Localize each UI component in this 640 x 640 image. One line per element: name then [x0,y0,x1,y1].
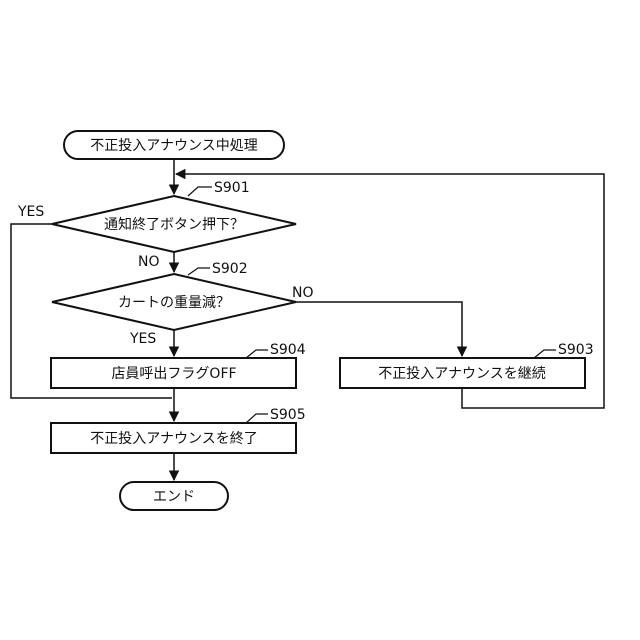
leader-s904 [246,350,268,358]
end-terminator-label: エンド [153,489,195,505]
decision-s902-label: カートの重量減？ [118,294,230,311]
decision-s902: カートの重量減？ [52,274,296,330]
step-label-s903: S903 [558,342,594,358]
step-label-s902: S902 [212,261,248,277]
end-terminator: エンド [120,482,228,510]
process-s903: 不正投入アナウンスを継続 [340,358,585,388]
connector-s902-no [296,302,462,356]
start-terminator-label: 不正投入アナウンス中処理 [90,138,257,154]
step-label-s905: S905 [270,407,306,423]
branch-label-d1-no: NO [138,254,160,270]
process-s905-label: 不正投入アナウンスを終了 [90,431,257,447]
decision-s901: 通知終了ボタン押下？ [52,196,296,252]
process-s903-label: 不正投入アナウンスを継続 [378,365,545,382]
leader-s902 [188,268,210,275]
process-s904: 店員呼出フラグOFF [51,358,296,388]
leader-s905 [246,414,268,423]
branch-label-d1-yes: YES [17,204,44,220]
branch-label-d2-no: NO [292,285,314,301]
step-label-s901: S901 [214,180,250,196]
branch-label-d2-yes: YES [129,331,156,347]
leader-s903 [534,350,556,358]
decision-s901-label: 通知終了ボタン押下？ [104,216,244,233]
leader-s901 [188,187,212,196]
step-label-s904: S904 [270,342,306,358]
start-terminator: 不正投入アナウンス中処理 [64,131,284,159]
process-s905: 不正投入アナウンスを終了 [51,423,296,453]
process-s904-label: 店員呼出フラグOFF [111,366,236,382]
